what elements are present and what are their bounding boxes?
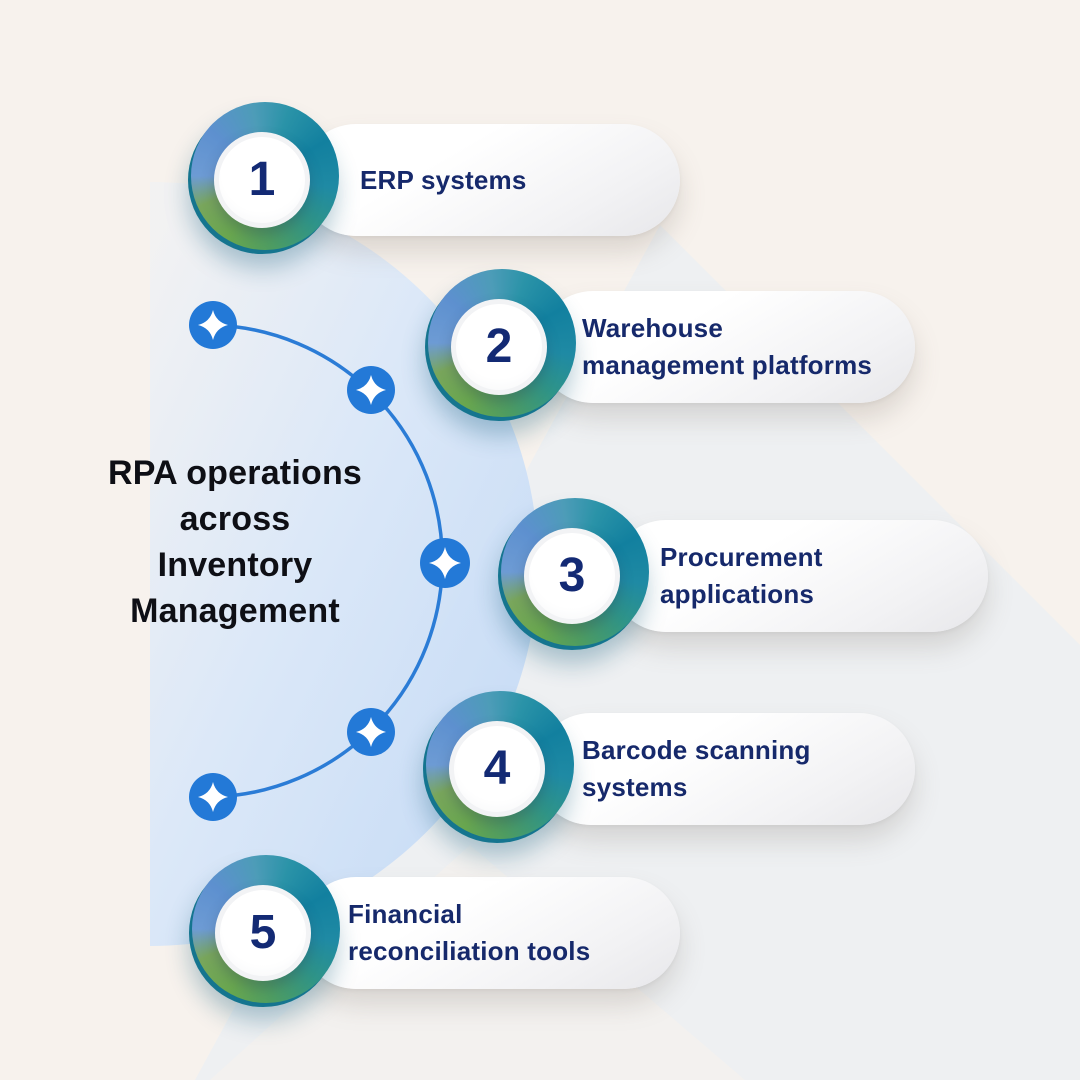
number-circle: 1 (214, 132, 310, 228)
item-number-badge: 5 (189, 855, 340, 1007)
sparkle-icon (189, 773, 237, 821)
item-number: 5 (249, 906, 277, 959)
item-card (610, 520, 988, 632)
page-title: RPA operations across Inventory Manageme… (107, 454, 363, 630)
item-label: Financial reconciliation tools (348, 899, 591, 966)
item-number-badge: 3 (498, 498, 649, 650)
sparkle-icon (347, 366, 395, 414)
item-number: 4 (483, 742, 511, 795)
number-circle: 2 (451, 299, 547, 395)
item-card (535, 713, 915, 825)
item-card (300, 877, 680, 989)
item-number: 1 (248, 153, 276, 206)
item-number-badge: 4 (423, 691, 574, 843)
item-number-badge: 2 (425, 269, 576, 421)
item-number: 3 (558, 549, 586, 602)
item-label: ERP systems (360, 164, 527, 195)
item-label: Procurement applications (660, 542, 823, 609)
item-label: Barcode scanning systems (582, 735, 811, 802)
item-number: 2 (485, 320, 513, 373)
number-circle: 4 (449, 721, 545, 817)
item-card (537, 291, 915, 403)
sparkle-icon (420, 538, 470, 588)
sparkle-icon (347, 708, 395, 756)
sparkle-icon (189, 301, 237, 349)
number-circle: 3 (524, 528, 620, 624)
item-card (300, 124, 680, 236)
item-number-badge: 1 (188, 102, 339, 254)
number-circle: 5 (215, 885, 311, 981)
item-label: Warehouse management platforms (582, 313, 873, 380)
